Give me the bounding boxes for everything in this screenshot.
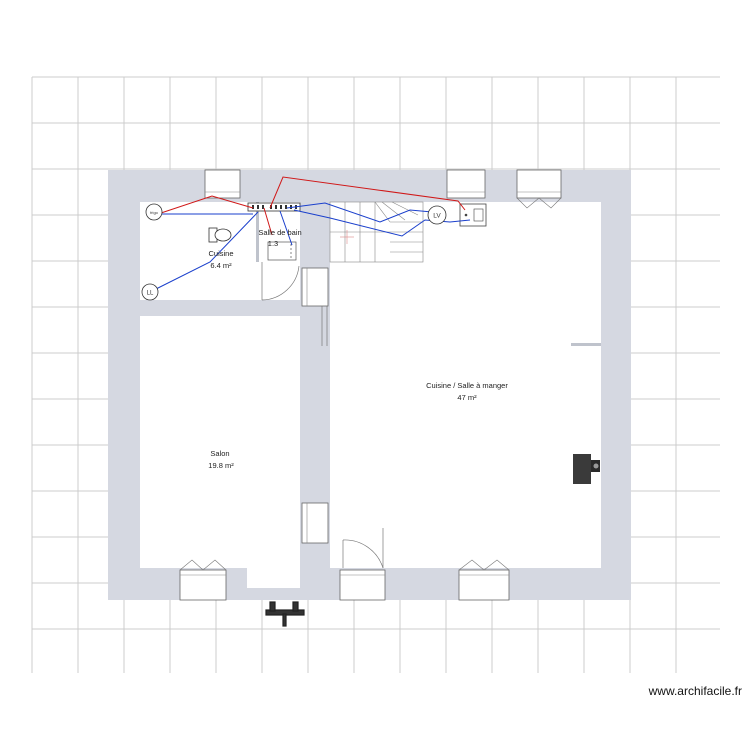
svg-text:frigo: frigo: [150, 210, 159, 215]
partition-line: [571, 343, 601, 346]
shower-icon: [267, 241, 297, 261]
staircase: [329, 201, 424, 263]
room-name-cuisine-salle-a-manger: Cuisine / Salle à manger: [426, 381, 508, 390]
room-floor-salon-passage: [247, 566, 300, 588]
room-floor-salon: [140, 316, 300, 568]
svg-text:LL: LL: [147, 291, 154, 297]
room-name-salle-de-bain: Salle de bain: [258, 228, 301, 237]
room-name-salon: Salon: [210, 449, 229, 458]
washing-machine-icon: LL: [141, 283, 159, 301]
svg-text:LV: LV: [433, 213, 441, 220]
room-area-salon: 19.8 m²: [208, 461, 234, 470]
window-glazing: [180, 191, 561, 576]
room-name-cuisine: Cuisine: [208, 249, 233, 258]
kitchen-sink-icon: [459, 203, 487, 227]
partition-wall: [256, 202, 259, 262]
fridge-icon: frigo: [145, 203, 163, 221]
cold-water-pipe: [149, 202, 471, 293]
watermark: www.archifacile.fr: [648, 684, 742, 698]
room-area-cuisine: 6.4 m²: [210, 261, 232, 270]
toilet-icon: [208, 227, 232, 243]
stove-icon: [573, 454, 600, 484]
hot-water-pipe: [157, 176, 466, 236]
door: [261, 262, 384, 569]
room-area-cuisine-salle-a-manger: 47 m²: [457, 393, 477, 402]
window-swing: [179, 197, 562, 571]
outdoor-tap-icon: [265, 601, 305, 627]
room-area-salle-de-bain: 1.3: [268, 239, 278, 248]
room-floor-cuisine-salle-a-manger: [330, 202, 601, 568]
dishwasher-icon: LV: [427, 205, 447, 225]
